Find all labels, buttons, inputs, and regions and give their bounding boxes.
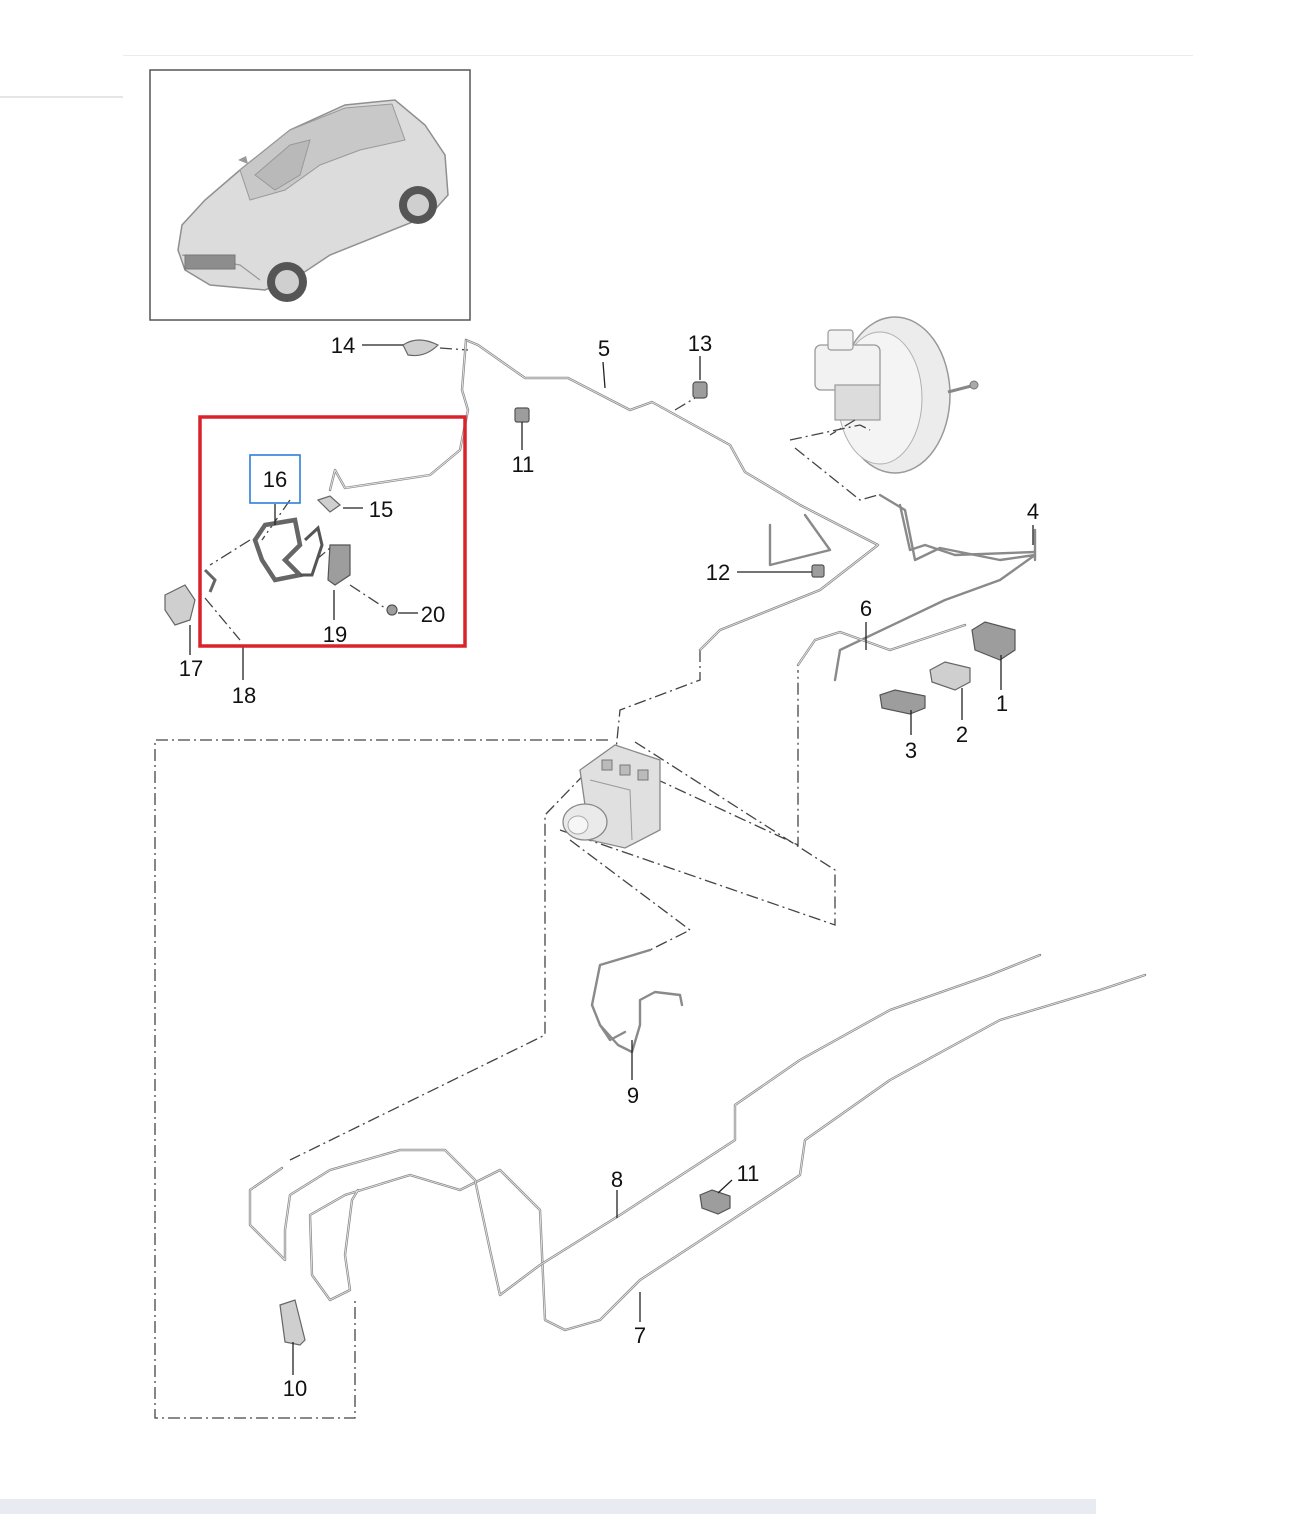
callout-3[interactable]: 3 bbox=[905, 738, 917, 763]
bracket-10-part bbox=[279, 1299, 306, 1346]
clip-15-part bbox=[316, 495, 341, 513]
callout-13[interactable]: 13 bbox=[688, 331, 712, 356]
callout-4[interactable]: 4 bbox=[1027, 499, 1039, 524]
callout-20[interactable]: 20 bbox=[421, 602, 445, 627]
connection-lines bbox=[154, 347, 879, 1419]
callout-11[interactable]: 11 bbox=[512, 452, 535, 477]
bracket-14-part bbox=[402, 339, 440, 357]
callout-8[interactable]: 8 bbox=[611, 1167, 623, 1192]
clip-12-part bbox=[811, 564, 825, 578]
clip-11-part bbox=[514, 407, 530, 423]
callout-2[interactable]: 2 bbox=[956, 722, 968, 747]
selection-highlight-box bbox=[198, 415, 467, 648]
vehicle-thumbnail[interactable] bbox=[149, 69, 471, 321]
callout-10[interactable]: 10 bbox=[283, 1376, 307, 1401]
callout-11-lower[interactable]: 11 bbox=[737, 1161, 760, 1186]
clip-11b-part bbox=[699, 1189, 731, 1215]
callout-12[interactable]: 12 bbox=[706, 560, 730, 585]
hose-16-part bbox=[252, 517, 305, 583]
sensor-3-part bbox=[879, 689, 926, 715]
callout-5[interactable]: 5 bbox=[598, 336, 610, 361]
callout-14[interactable]: 14 bbox=[331, 333, 355, 358]
callout-7[interactable]: 7 bbox=[634, 1323, 646, 1348]
callout-16[interactable]: 16 bbox=[263, 467, 287, 492]
callout-17[interactable]: 17 bbox=[179, 656, 203, 681]
holder-17-part bbox=[164, 584, 196, 626]
leader-lines bbox=[189, 344, 1034, 1375]
left-rule bbox=[0, 96, 123, 98]
callout-labels: 1 2 3 4 5 6 7 8 9 10 11 11 12 13 14 15 1… bbox=[179, 331, 1039, 1401]
callout-9[interactable]: 9 bbox=[627, 1083, 639, 1108]
switch-1-part bbox=[971, 621, 1016, 661]
bracket-19-part bbox=[327, 544, 351, 586]
bolt-20-part bbox=[386, 604, 398, 616]
sensor-2-part bbox=[929, 661, 971, 691]
selected-part-box bbox=[249, 454, 301, 504]
callout-18[interactable]: 18 bbox=[232, 683, 256, 708]
callout-1[interactable]: 1 bbox=[996, 691, 1008, 716]
callout-15[interactable]: 15 bbox=[369, 497, 393, 522]
abs-hydraulic-unit[interactable] bbox=[562, 744, 661, 849]
clip-13-part bbox=[692, 381, 708, 399]
small-parts bbox=[164, 339, 1016, 1346]
bottom-scroll-strip bbox=[0, 1499, 1096, 1514]
callout-19[interactable]: 19 bbox=[323, 622, 347, 647]
brake-tubes bbox=[248, 338, 1147, 1332]
callout-6[interactable]: 6 bbox=[860, 596, 872, 621]
brake-booster[interactable] bbox=[814, 316, 979, 474]
top-rule bbox=[123, 55, 1193, 56]
car-icon bbox=[177, 99, 449, 302]
